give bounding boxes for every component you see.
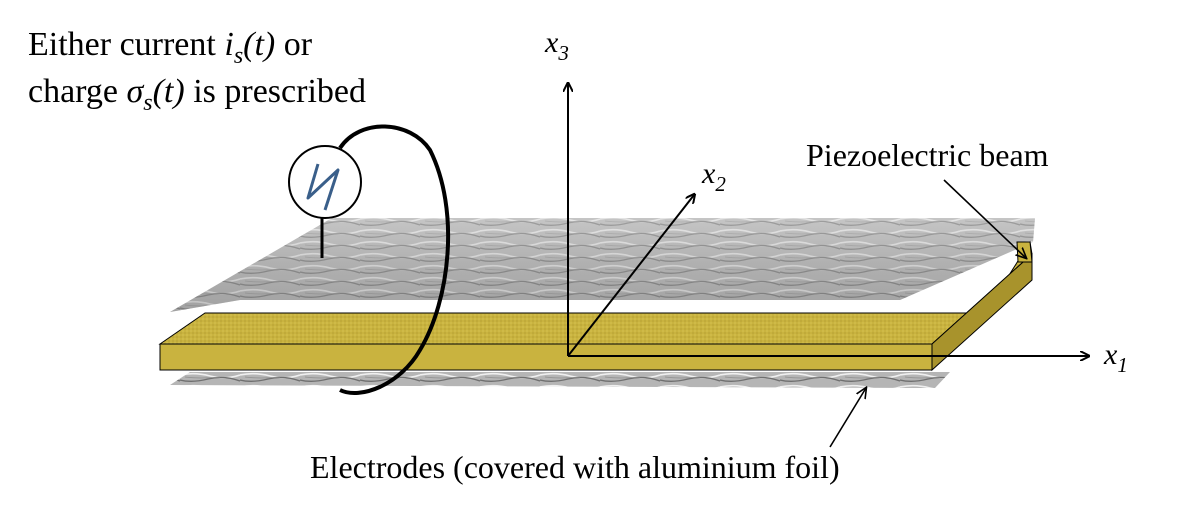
axis-x2 xyxy=(567,195,694,357)
beam-end-face xyxy=(931,252,1033,372)
source-label-line2: charge σs(t) is prescribed xyxy=(28,73,366,116)
beam-label: Piezoelectric beam xyxy=(806,137,1049,173)
electrodes-label: Electrodes (covered with aluminium foil) xyxy=(310,449,840,485)
axis-label-x1: x1 xyxy=(1103,338,1128,377)
source-symbol-icon xyxy=(306,163,340,211)
bottom-electrode-foil xyxy=(170,372,950,388)
beam-pointer xyxy=(943,179,1026,258)
top-electrode-shade xyxy=(170,218,1035,312)
axis-label-x2: x2 xyxy=(701,157,726,196)
axis-label-x3: x3 xyxy=(544,26,569,65)
source-label-line1: Either current is(t) or xyxy=(28,26,313,69)
electrodes-pointer xyxy=(829,388,866,448)
source-wire-top xyxy=(338,124,451,396)
